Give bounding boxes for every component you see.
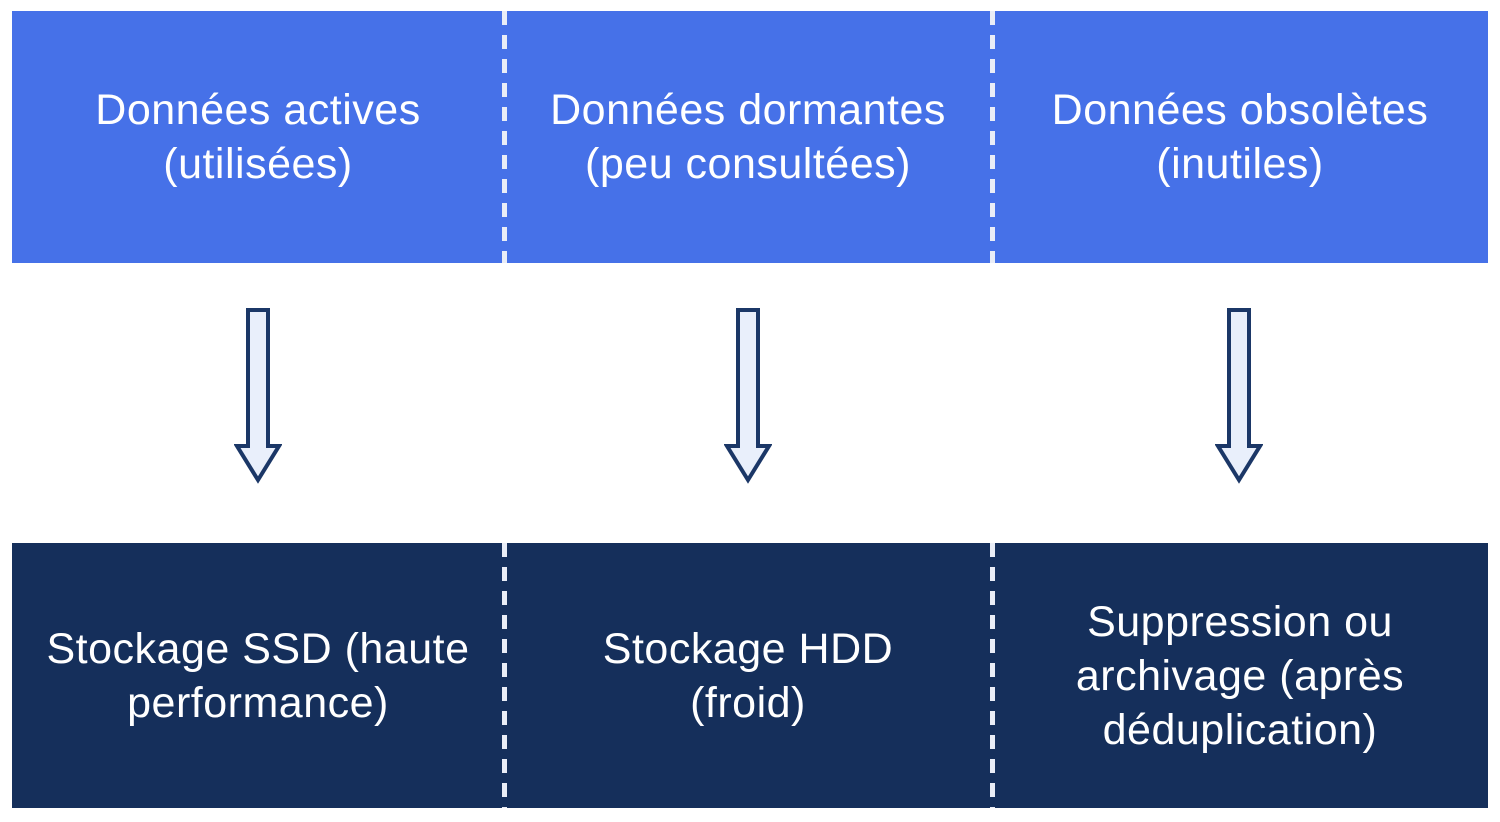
down-arrow-icon [1215,308,1263,484]
cell-obsolete-data-line1: Données obsolètes [1051,86,1429,134]
data-types-row: Données actives (utilisées) Données dorm… [12,11,1488,263]
cell-deletion-archive-line1: Suppression ou [1087,597,1393,646]
cell-active-data-line1: Données actives [95,86,421,134]
cell-ssd-storage-line2: performance) [127,678,389,727]
cell-dormant-data: Données dormantes (peu consultées) [504,11,992,263]
cell-hdd-storage-line2: (froid) [690,678,806,727]
cell-deletion-archive: Suppression ou archivage (après déduplic… [992,543,1488,808]
down-arrow-icon [724,308,772,484]
column-divider-dashed [990,11,995,263]
down-arrow-icon [234,308,282,484]
cell-ssd-storage: Stockage SSD (haute performance) [12,543,504,808]
column-divider-dashed [502,11,507,263]
cell-dormant-data-line1: Données dormantes [550,86,946,134]
column-divider-dashed [990,543,995,808]
cell-dormant-data-line2: (peu consultées) [585,140,911,188]
storage-destinations-row: Stockage SSD (haute performance) Stockag… [12,543,1488,808]
column-divider-dashed [502,543,507,808]
cell-obsolete-data: Données obsolètes (inutiles) [992,11,1488,263]
cell-hdd-storage: Stockage HDD (froid) [504,543,992,808]
cell-deletion-archive-line2: archivage (après [1075,651,1405,700]
cell-ssd-storage-line1: Stockage SSD (haute [46,624,470,673]
cell-deletion-archive-line3: déduplication) [1102,705,1378,754]
cell-obsolete-data-line2: (inutiles) [1156,140,1324,188]
cell-hdd-storage-line1: Stockage HDD [602,624,894,673]
cell-active-data: Données actives (utilisées) [12,11,504,263]
cell-active-data-line2: (utilisées) [163,140,353,188]
